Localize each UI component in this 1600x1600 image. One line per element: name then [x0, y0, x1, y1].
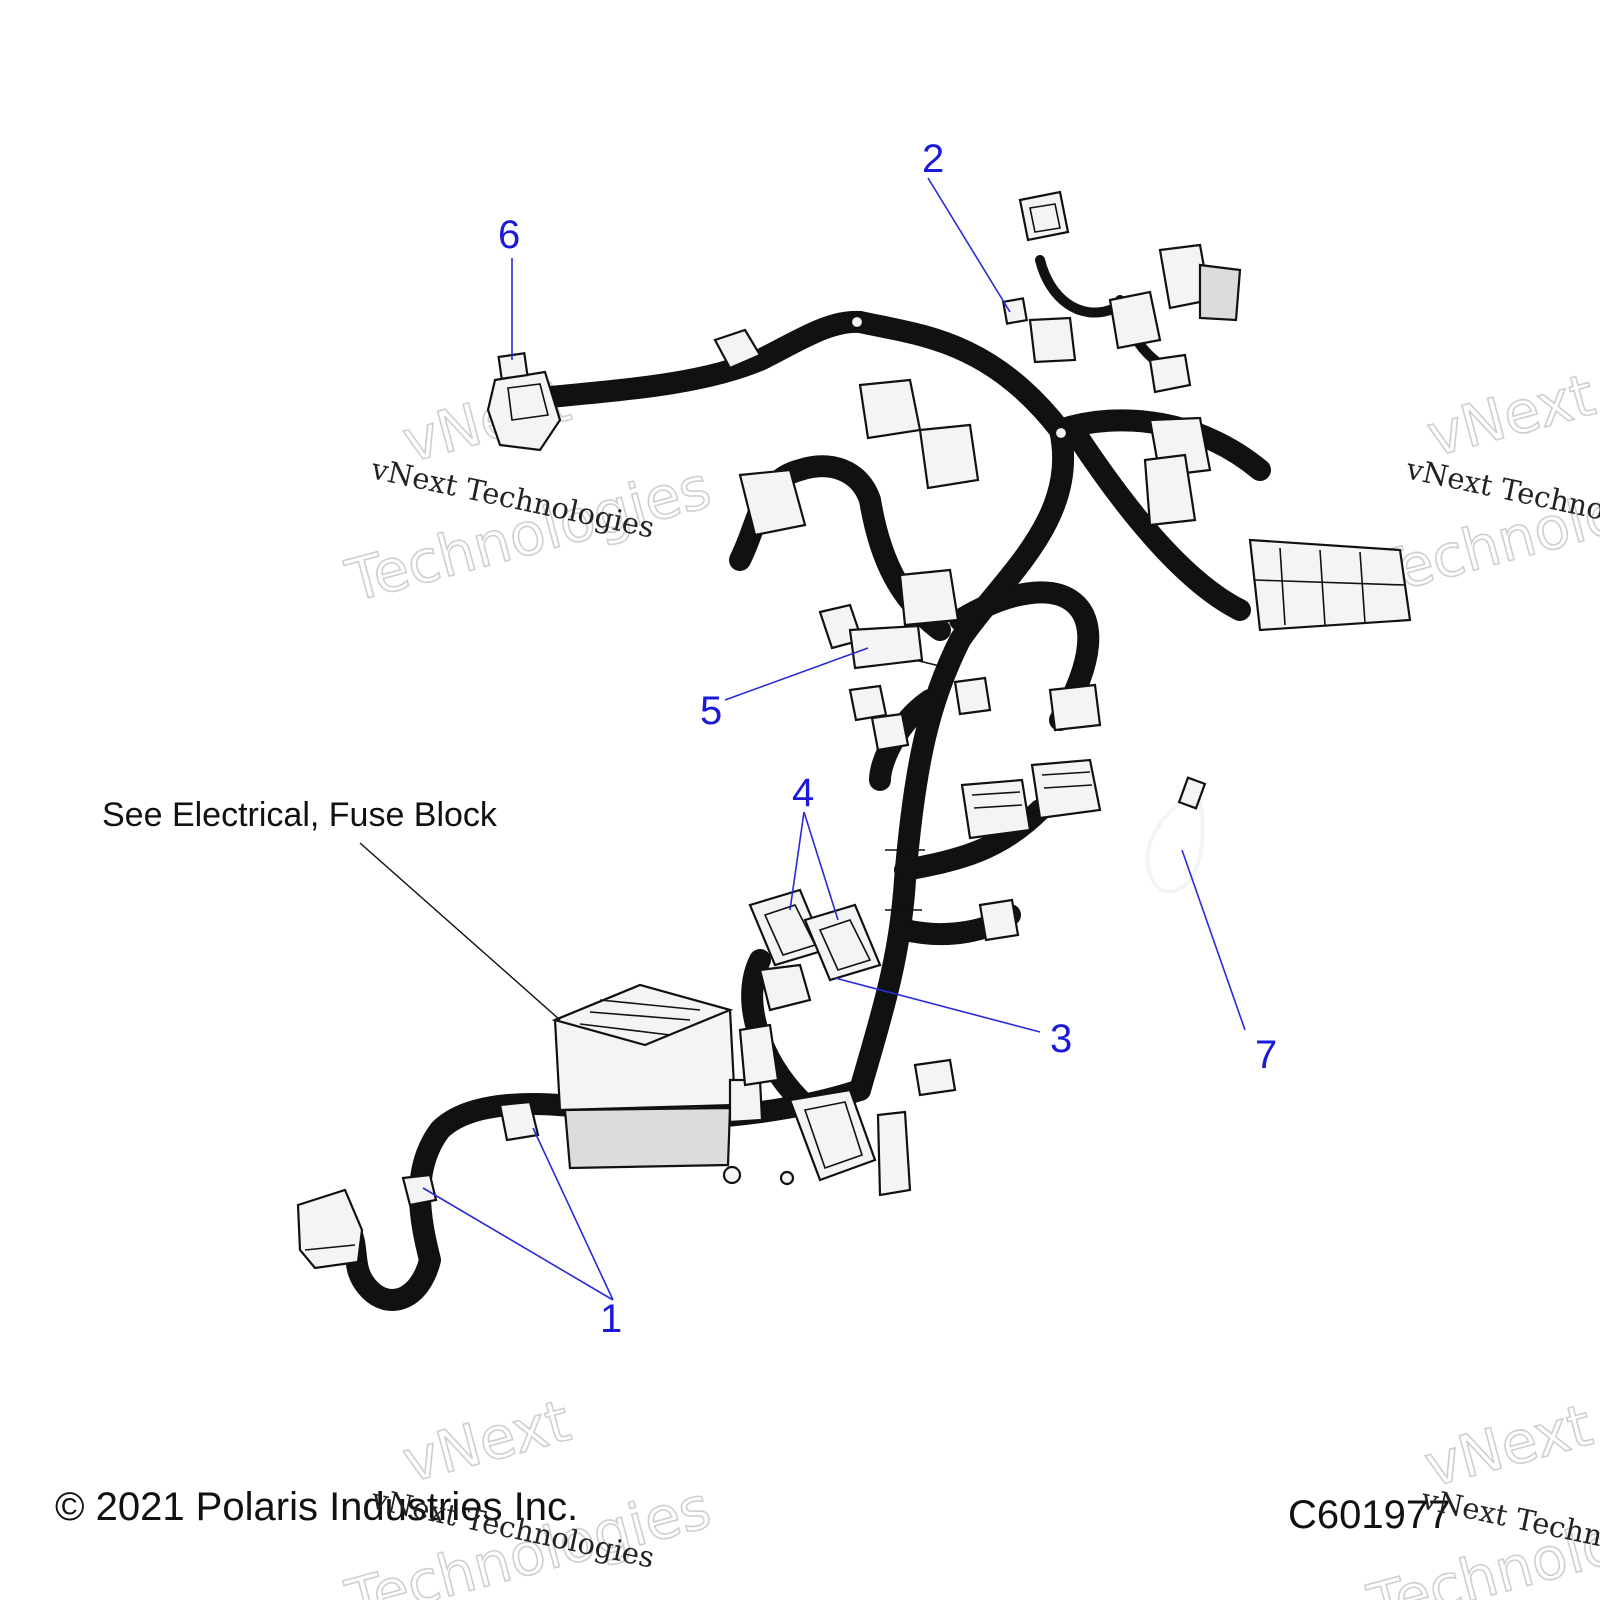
watermark-big-bottomright: vNext Technologies [1360, 1390, 1600, 1600]
connector-5 [818, 603, 924, 670]
connector-pair-middle [960, 758, 1102, 840]
callout-2: 2 [922, 137, 944, 181]
relays-4 [748, 888, 882, 1012]
svg-text:vNext: vNext [1420, 361, 1600, 471]
harness-line-art [296, 190, 1412, 1311]
watermark-big-bottomleft: vNext Technologies [338, 1386, 718, 1600]
callout-5: 5 [700, 689, 722, 733]
copyright-notice: © 2021 Polaris Industries Inc. [55, 1485, 578, 1529]
cable-tie-7 [1145, 776, 1207, 894]
drawing-number: C601977 [1288, 1493, 1450, 1537]
diagnostic-connector [296, 1188, 364, 1270]
fuse-block [551, 983, 764, 1170]
connector-6 [486, 352, 562, 452]
callout-6: 6 [498, 213, 520, 257]
fuse-block-reference-note: See Electrical, Fuse Block [102, 796, 498, 834]
callout-3: 3 [1050, 1017, 1072, 1061]
callout-1: 1 [600, 1297, 622, 1341]
svg-text:vNext: vNext [1418, 1391, 1599, 1501]
svg-text:vNext: vNext [396, 1386, 577, 1496]
leader-lines [359, 177, 1246, 1301]
callout-numbers: 1 2 3 4 5 6 7 [498, 137, 1277, 1341]
callout-4: 4 [792, 771, 814, 815]
connector-cluster-top [1001, 190, 1242, 394]
connector-bundle-right [1248, 538, 1412, 632]
callout-7: 7 [1255, 1033, 1277, 1077]
